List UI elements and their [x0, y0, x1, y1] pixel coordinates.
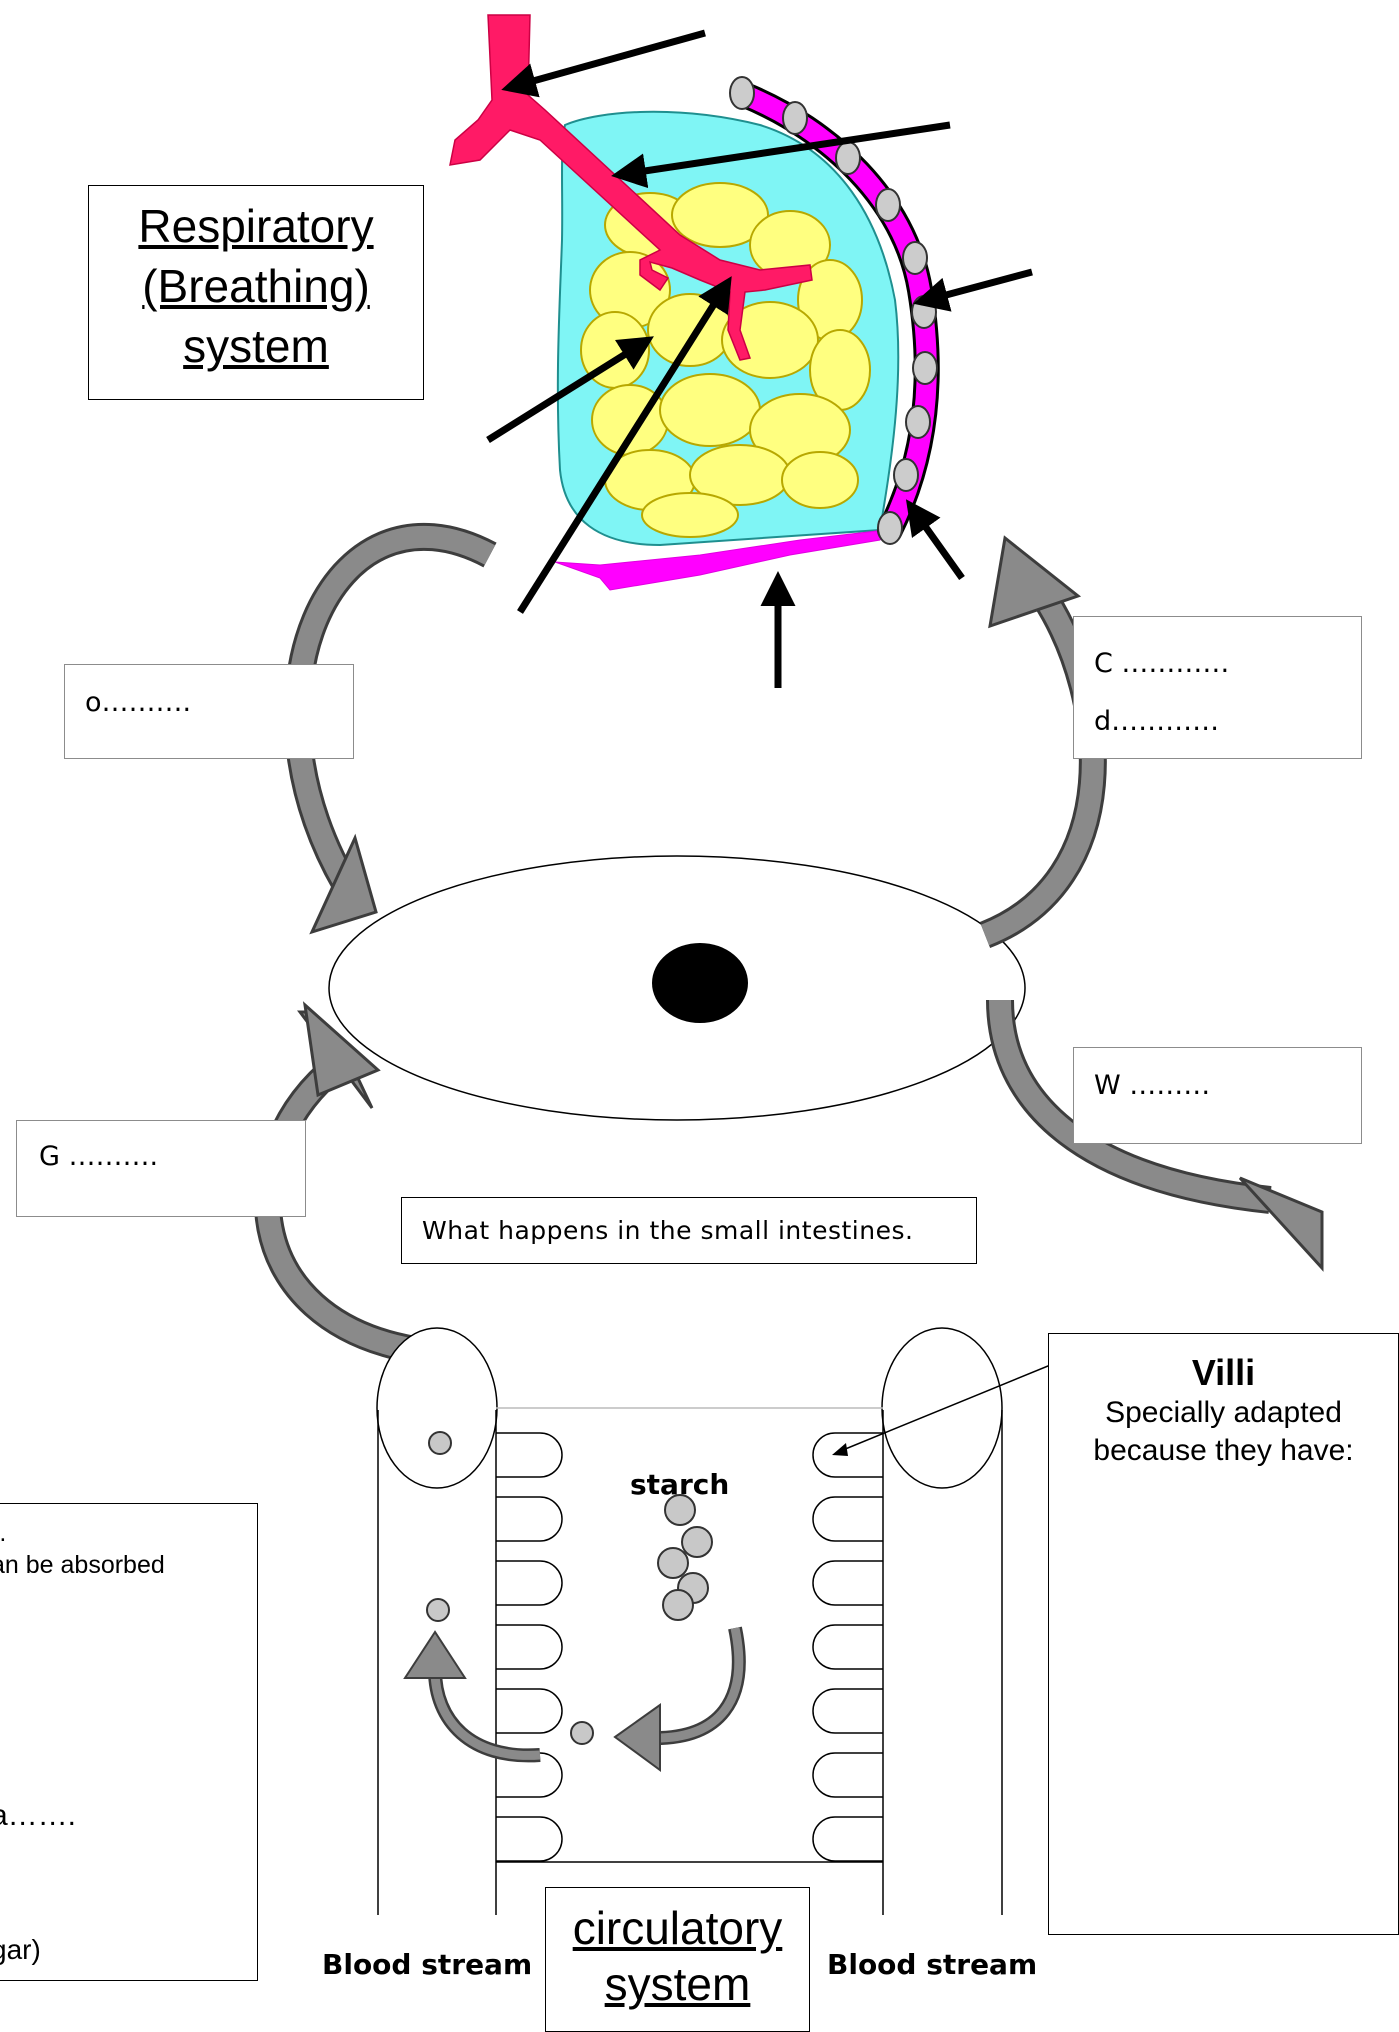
respiratory-title-line2: (Breathing): [142, 260, 370, 312]
glucose-particles: [426, 1431, 594, 1745]
diaphragm: [554, 529, 886, 591]
label-arrow-intercostal: [905, 499, 965, 581]
blood-vessel-right-top: [881, 1327, 1003, 1489]
label-arrow-trachea: [501, 29, 706, 98]
digestion-arrows: [403, 1626, 746, 1772]
label-arrow-bronchiole: [517, 276, 732, 614]
dioxide-blank: d…………: [1094, 706, 1220, 737]
glucose-answer-box[interactable]: G ……….: [16, 1120, 306, 1217]
body-cell: [328, 855, 1026, 1121]
small-intestine-title-box: What happens in the small intestines.: [401, 1197, 977, 1264]
carbon-dioxide-arrow: [979, 535, 1107, 949]
label-arrow-rib: [913, 268, 1033, 312]
villi-heading: Villi: [1191, 1352, 1256, 1393]
respiratory-system-title-box: Respiratory (Breathing) system: [88, 185, 424, 400]
lung-illustration: [449, 14, 940, 591]
starch-particles: [657, 1494, 713, 1621]
glucose-arrow: [253, 1001, 418, 1364]
villi-line2: because they have:: [1093, 1434, 1354, 1467]
villi-info-box: Villi Specially adapted because they hav…: [1048, 1333, 1399, 1935]
left-notes-box: ). an be absorbed a……. gar): [0, 1503, 258, 1981]
circulatory-title-line2: system: [604, 1958, 751, 2010]
oxygen-answer-box[interactable]: o……….: [64, 664, 354, 759]
carbon-dioxide-answer-box[interactable]: C ………… d…………: [1073, 616, 1362, 759]
oxygen-arrow: [283, 522, 497, 935]
curved-arrows: [253, 522, 1324, 1364]
left-notes-line4: gar): [0, 1934, 41, 1965]
left-notes-line2: an be absorbed: [0, 1551, 165, 1579]
water-blank: W ………: [1094, 1070, 1211, 1101]
lung-label-arrows: [486, 29, 1033, 688]
blood-stream-left-label: Blood stream: [322, 1948, 533, 1981]
respiratory-title-line3: system: [183, 320, 329, 372]
villi-pointer-line: [837, 1356, 1071, 1453]
blood-vessel-left-top: [376, 1327, 498, 1489]
circulatory-system-title-box: circulatory system: [545, 1887, 810, 2032]
blood-stream-left-label-box: Blood stream: [322, 1948, 542, 1984]
small-intestine-title: What happens in the small intestines.: [422, 1216, 914, 1245]
left-notes-line3: a…….: [0, 1799, 77, 1832]
carbon-blank: C …………: [1094, 648, 1230, 679]
starch-label: starch: [630, 1468, 730, 1501]
small-intestine: [376, 1327, 1003, 1915]
blood-stream-right-label-box: Blood stream: [827, 1948, 1047, 1984]
label-arrow-alveoli: [486, 336, 654, 443]
circulatory-title-line1: circulatory: [572, 1902, 783, 1954]
label-arrow-bronchus: [611, 121, 951, 189]
glucose-blank: G ……….: [39, 1141, 159, 1172]
oxygen-blank: o……….: [85, 687, 192, 718]
cell-nucleus: [652, 943, 748, 1023]
blood-stream-right-label: Blood stream: [827, 1948, 1038, 1981]
water-arrow: [986, 999, 1324, 1272]
water-answer-box[interactable]: W ………: [1073, 1047, 1362, 1144]
starch-label-box: starch: [630, 1468, 740, 1504]
left-notes-line1: ).: [0, 1519, 7, 1547]
respiratory-title-line1: Respiratory: [138, 200, 374, 252]
villi-line1: Specially adapted: [1105, 1396, 1342, 1429]
